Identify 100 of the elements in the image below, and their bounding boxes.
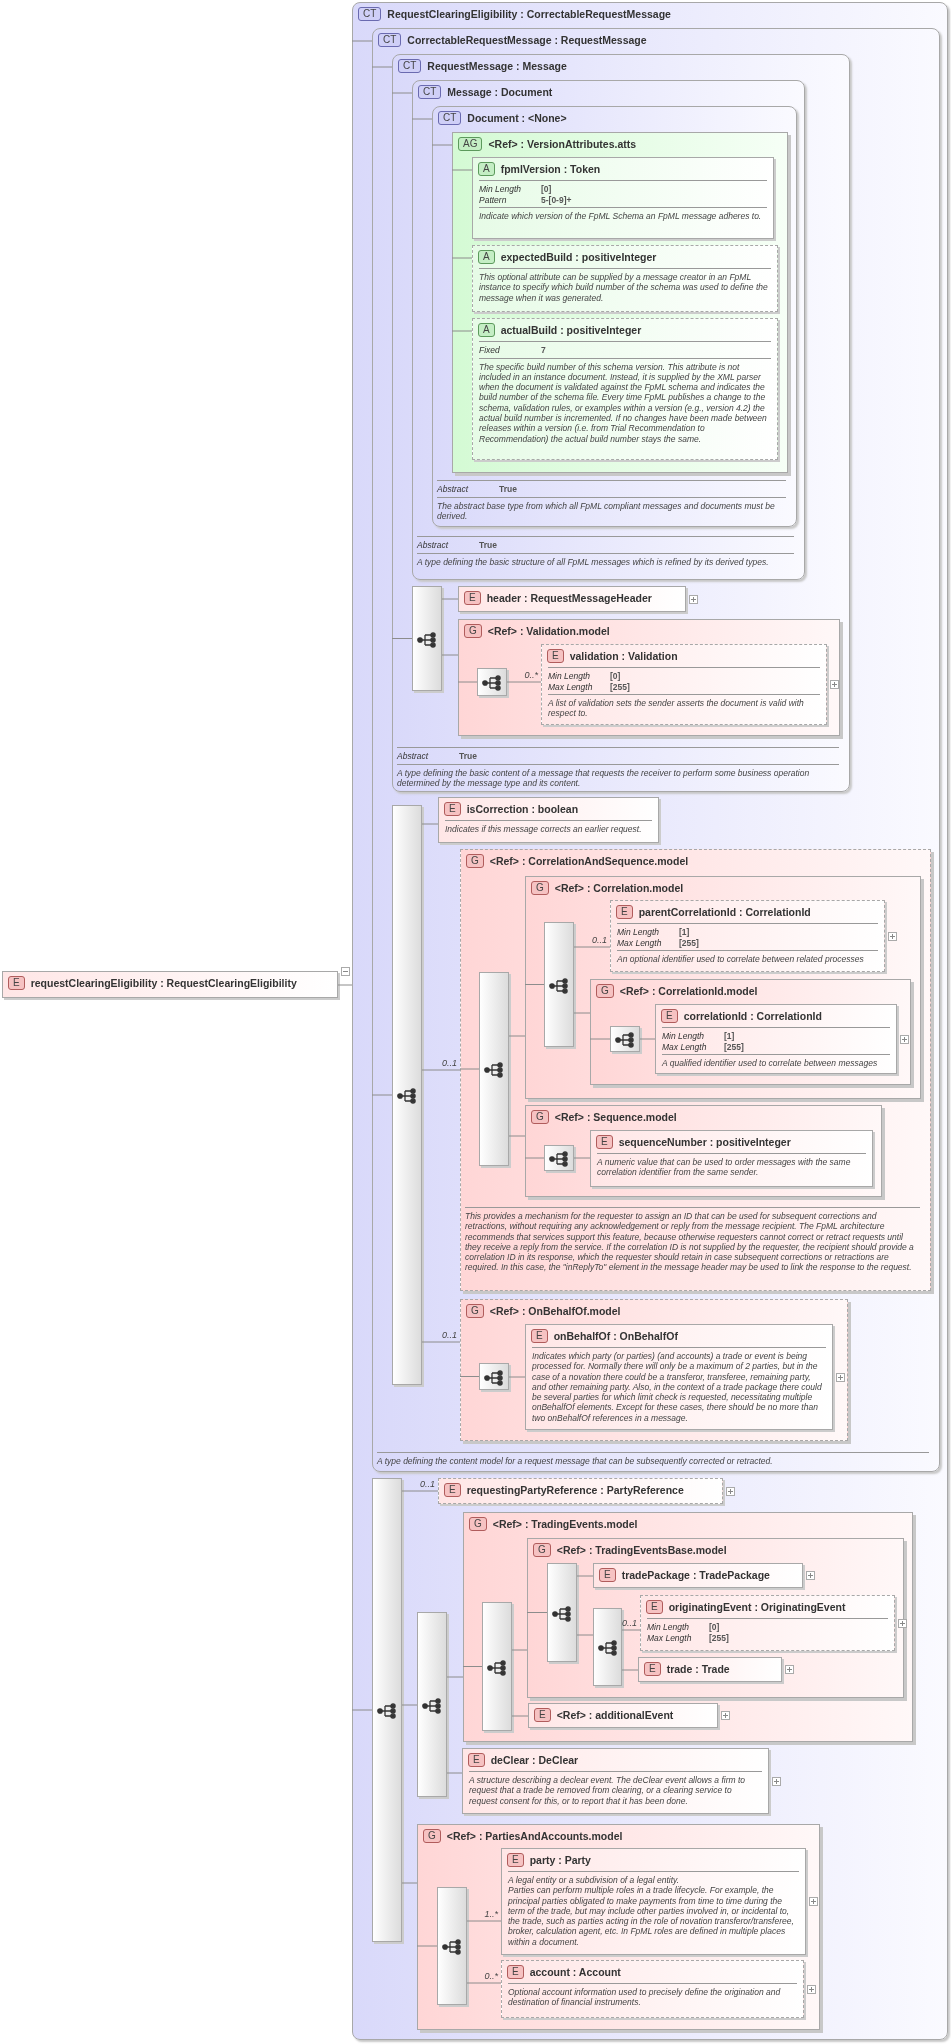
connector-line: [573, 1012, 591, 1014]
node-heading: tradePackage : TradePackage: [621, 1568, 770, 1582]
description-text: A legal entity or a subdivision of a legal entity.: [508, 1875, 681, 1886]
kind-tag: G: [423, 1829, 441, 1843]
property-value: [0]: [541, 184, 552, 195]
kind-tag: A: [478, 323, 495, 337]
node-heading: requestingPartyReference : PartyReference: [466, 1483, 684, 1497]
property-name: Abstract: [417, 540, 450, 551]
compositor-bar: [417, 1612, 447, 1797]
element-box: [458, 586, 686, 612]
kind-tag: G: [466, 1304, 484, 1318]
description-text: Parties can perform multiple roles in a trade lifecycle. For example, the principal parties obligated to make payments from time to time during the term of the trade, but may include other parties involved in, or incidental to, the trade, such as parties acting in the role of novation transferor/transferee, broker, calculation agent, etc. In FpML roles are defined in multiple places within a document.: [508, 1885, 795, 1948]
connector-line: [506, 681, 542, 683]
node-heading: <Ref> : CorrelationId.model: [619, 984, 758, 998]
kind-tag: CT: [398, 59, 422, 73]
group-box: [525, 1105, 882, 1197]
attribute-box: [472, 318, 778, 460]
description-text: This optional attribute can be supplied by a message creator in an FpML instance to specify which build number of the schema was used to define the message when it was generated.: [479, 272, 769, 303]
description-text: This provides a mechanism for the requester to assign an ID that can be used for subsequent corrections and retractions, without requiring any acknowledgement or reply from the message recipient. The FpML architecture recommends that services support this feature, because otherwise requesters cannot correct or retract requests until they receive a reply from the service. If the correlation ID is not supplied by the requester, the recipient should provide a correlation ID in its response, which the requester should retain in case subsequent corrections or retractions are required. In this case, the "inReplyTo" element in the message header may be used to link the response to the request.: [465, 1211, 915, 1273]
compositor-bar: [392, 805, 422, 1385]
node-heading: <Ref> : additionalEvent: [556, 1708, 674, 1722]
description-text: An optional identifier used to correlate between related processes: [617, 954, 865, 965]
kind-tag: G: [531, 881, 549, 895]
property-name: Max Length: [647, 1632, 693, 1643]
node-heading: account : Account: [529, 1965, 621, 1979]
element-box: [610, 900, 885, 972]
property-value: True: [459, 751, 477, 762]
element-box: [525, 1324, 833, 1430]
connector-line: [459, 1376, 480, 1377]
property-value: 5-[0-9]+: [541, 194, 572, 205]
type-box: [352, 2, 948, 2040]
node-heading: Message : Document: [447, 85, 553, 99]
connector-line: [589, 1038, 611, 1040]
property-name: Min Length: [647, 1622, 691, 1633]
description-text: Indicates if this message corrects an earlier request.: [445, 824, 643, 835]
group-box: [417, 1824, 820, 2030]
node-heading: expectedBuild : positiveInteger: [500, 250, 657, 264]
kind-tag: E: [531, 1329, 548, 1343]
kind-tag: G: [533, 1543, 551, 1557]
kind-tag: E: [596, 1135, 613, 1149]
element-box: [590, 1130, 873, 1187]
connector-line: [466, 1920, 502, 1922]
connector-line: [508, 1376, 526, 1378]
attribute-group-box: [452, 132, 788, 473]
attribute-box: [472, 157, 774, 239]
compositor-bar: [477, 668, 507, 696]
cardinality-label: 0..1: [442, 1330, 457, 1340]
connector-line: [411, 118, 433, 120]
node-heading: RequestMessage : Message: [427, 59, 567, 73]
element-box: [638, 1657, 782, 1682]
kind-tag: E: [661, 1009, 678, 1023]
connector-line: [459, 1068, 480, 1070]
kind-tag: CT: [438, 111, 462, 125]
property-name: Min Length: [479, 184, 523, 195]
kind-tag: E: [468, 1753, 485, 1767]
compositor-bar: [437, 1887, 467, 2005]
group-box: [458, 619, 840, 736]
connector-line: [508, 1035, 526, 1037]
description-text: A qualified identifier used to correlate between messages: [662, 1058, 879, 1069]
node-heading: requestClearingEligibility : RequestClearingEligibility: [30, 976, 297, 990]
type-box: [372, 28, 940, 1472]
compositor-bar: [412, 586, 442, 691]
compositor-bar: [610, 1026, 640, 1052]
node-heading: <Ref> : TradingEvents.model: [492, 1517, 638, 1531]
cardinality-label: 0..1: [592, 935, 607, 945]
connector-line: [466, 1982, 502, 1984]
type-box: [412, 80, 805, 580]
node-heading: party : Party: [529, 1853, 591, 1867]
kind-tag: E: [444, 1483, 461, 1497]
connector-line: [351, 40, 373, 42]
element-box: [462, 1748, 769, 1814]
element-box: [541, 644, 827, 725]
property-name: Min Length: [548, 671, 592, 682]
property-value: [0]: [610, 671, 621, 682]
type-box: [392, 54, 850, 792]
property-name: Min Length: [662, 1031, 706, 1042]
property-name: Abstract: [397, 751, 430, 762]
element-box: [501, 1960, 804, 2018]
cardinality-label: 0..1: [420, 1479, 435, 1489]
cardinality-label: 0..1: [442, 1058, 457, 1068]
cardinality-label: 0..*: [524, 670, 538, 680]
property-name: Max Length: [548, 681, 594, 692]
node-heading: <Ref> : PartiesAndAccounts.model: [446, 1829, 623, 1843]
node-heading: <Ref> : Sequence.model: [554, 1110, 677, 1124]
connector-line: [639, 1038, 656, 1040]
property-value: True: [499, 484, 517, 495]
kind-tag: E: [644, 1662, 661, 1676]
node-heading: <Ref> : Correlation.model: [554, 881, 684, 895]
node-heading: sequenceNumber : positiveInteger: [618, 1135, 791, 1149]
connector-line: [462, 1666, 483, 1667]
cardinality-label: 1..*: [484, 1909, 498, 1919]
node-heading: <Ref> : Validation.model: [487, 624, 610, 638]
description-text: Optional account information used to precisely define the origination and destination of financial instruments.: [508, 1987, 782, 2008]
kind-tag: E: [464, 591, 481, 605]
connector-line: [371, 1094, 393, 1096]
group-box: [460, 1299, 848, 1441]
property-value: [0]: [709, 1622, 720, 1633]
kind-tag: AG: [458, 137, 483, 151]
kind-tag: E: [547, 649, 564, 663]
compositor-bar: [479, 1363, 509, 1390]
